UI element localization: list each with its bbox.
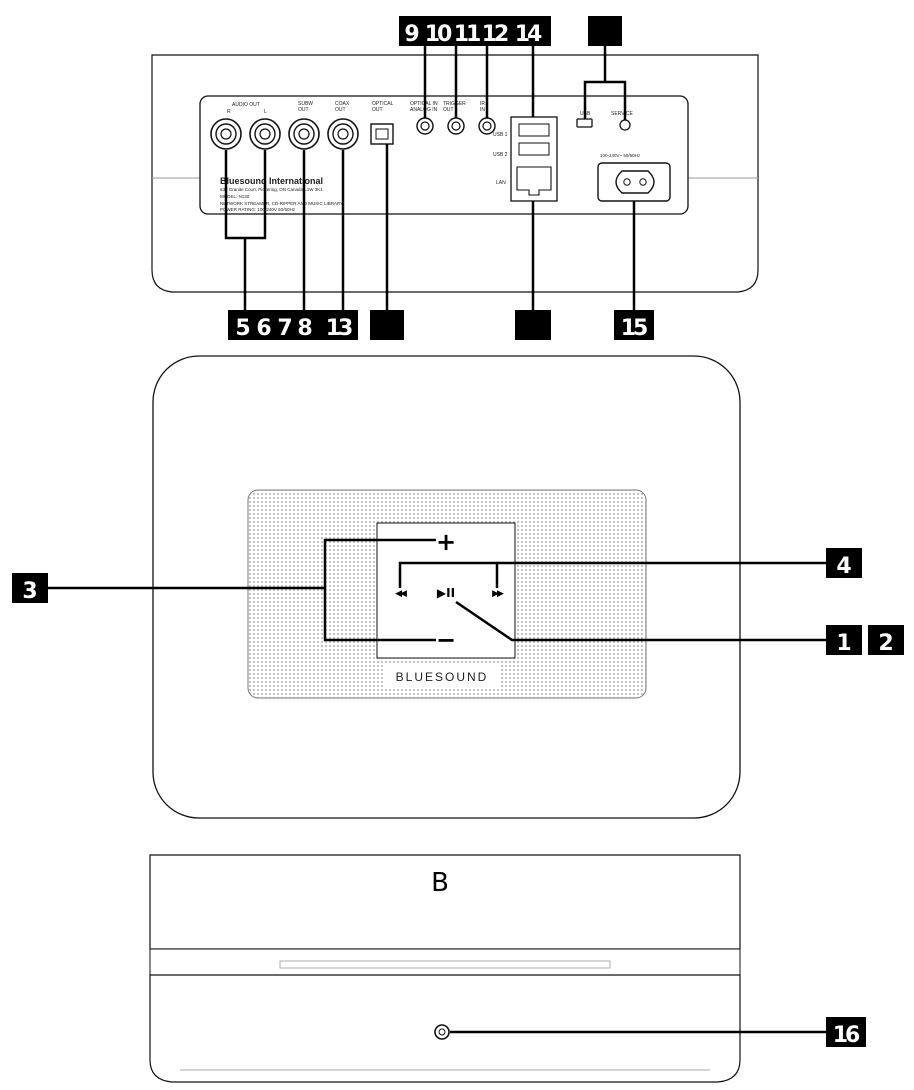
play-pause-button: ▶II xyxy=(437,586,455,600)
usb2-port xyxy=(518,142,550,156)
top-brand-strip xyxy=(383,665,501,687)
callout-box-3 xyxy=(12,573,48,603)
callout-box-usb-service xyxy=(588,16,622,46)
next-track-button: ▶▶ xyxy=(492,589,504,599)
top-brand-logo: BLUESOUND xyxy=(396,670,489,684)
callout-box-lan xyxy=(515,310,551,340)
rca-jack-coax xyxy=(327,118,359,150)
callout-box-9-14 xyxy=(399,16,551,46)
callout-box-optical-out xyxy=(370,310,404,340)
callout-box-2 xyxy=(868,625,904,655)
callout-14: 14 xyxy=(515,22,542,47)
callout-2: 2 xyxy=(878,631,893,656)
front-gap-light xyxy=(279,960,611,969)
service-label: SERVICE xyxy=(611,111,634,117)
callout-6: 6 xyxy=(256,316,271,341)
callout-11: 11 xyxy=(454,22,480,47)
headphone-jack xyxy=(434,1024,450,1040)
rca-jack-audio-l xyxy=(249,118,281,150)
rear-brand-text: Bluesound International xyxy=(220,176,323,186)
power-inlet xyxy=(597,162,671,202)
callout-16: 16 xyxy=(833,1023,860,1048)
callout-10: 10 xyxy=(425,22,452,47)
rear-rating-text: POWER RATING: 100-240V 50/60Hz xyxy=(220,207,296,212)
rear-address-text: 633 Granite Court, Pickering, ON Canada … xyxy=(220,187,323,192)
top-leader-lines xyxy=(48,538,826,642)
rca-jack-audio-r xyxy=(210,118,242,150)
rear-connector-panel xyxy=(199,95,689,215)
lan-port xyxy=(516,166,552,196)
callout-5: 5 xyxy=(235,316,250,341)
callout-12: 12 xyxy=(482,22,508,47)
front-view: B xyxy=(149,854,826,1083)
callout-9: 9 xyxy=(404,22,419,47)
audio-out-r-label: R xyxy=(227,109,231,115)
callout-4: 4 xyxy=(836,554,851,579)
volume-down-button: − xyxy=(436,626,456,654)
front-logo: B xyxy=(431,868,449,898)
callout-1: 1 xyxy=(836,631,851,656)
usb1-port xyxy=(518,123,550,137)
callout-box-1 xyxy=(826,625,862,655)
lan-label: LAN xyxy=(496,180,506,186)
service-button xyxy=(619,119,631,131)
usb2-label: USB 2 xyxy=(493,152,508,158)
audio-out-l-label: L xyxy=(264,109,267,115)
rca-jack-subw xyxy=(288,118,320,150)
trigger-out-jack xyxy=(447,117,465,135)
top-view: BLUESOUND + − ◀◀ ▶II ▶▶ xyxy=(48,355,826,819)
mini-usb-port xyxy=(576,118,593,128)
callout-box-4 xyxy=(826,548,862,578)
rear-model-text: MODEL: N130 xyxy=(220,194,250,199)
callouts: 9 10 11 12 14 5 6 7 8 13 15 3 4 1 2 16 xyxy=(12,16,904,1048)
rear-leader-lines xyxy=(224,46,636,310)
ir-in-jack xyxy=(478,117,496,135)
previous-track-button: ◀◀ xyxy=(395,589,407,599)
callout-7: 7 xyxy=(277,316,292,341)
audio-out-label: AUDIO OUT xyxy=(232,102,260,108)
callout-box-16 xyxy=(826,1017,866,1047)
callout-box-5-13 xyxy=(228,310,358,340)
top-touch-panel xyxy=(376,522,516,659)
callout-box-15 xyxy=(614,310,654,340)
optical-analog-in-jack xyxy=(416,117,434,135)
callout-13: 13 xyxy=(326,316,352,341)
optical-out-port xyxy=(370,123,394,145)
rear-product-text: NETWORK STREAMER, CD-RIPPER AND MUSIC LI… xyxy=(220,201,343,206)
callout-15: 15 xyxy=(621,316,647,341)
volume-up-button: + xyxy=(436,528,456,556)
callout-3: 3 xyxy=(22,579,37,604)
power-rating-label: 100-240V~ 50/60Hz xyxy=(600,153,641,158)
usb1-label: USB 1 xyxy=(493,132,508,138)
callout-8: 8 xyxy=(297,316,312,341)
